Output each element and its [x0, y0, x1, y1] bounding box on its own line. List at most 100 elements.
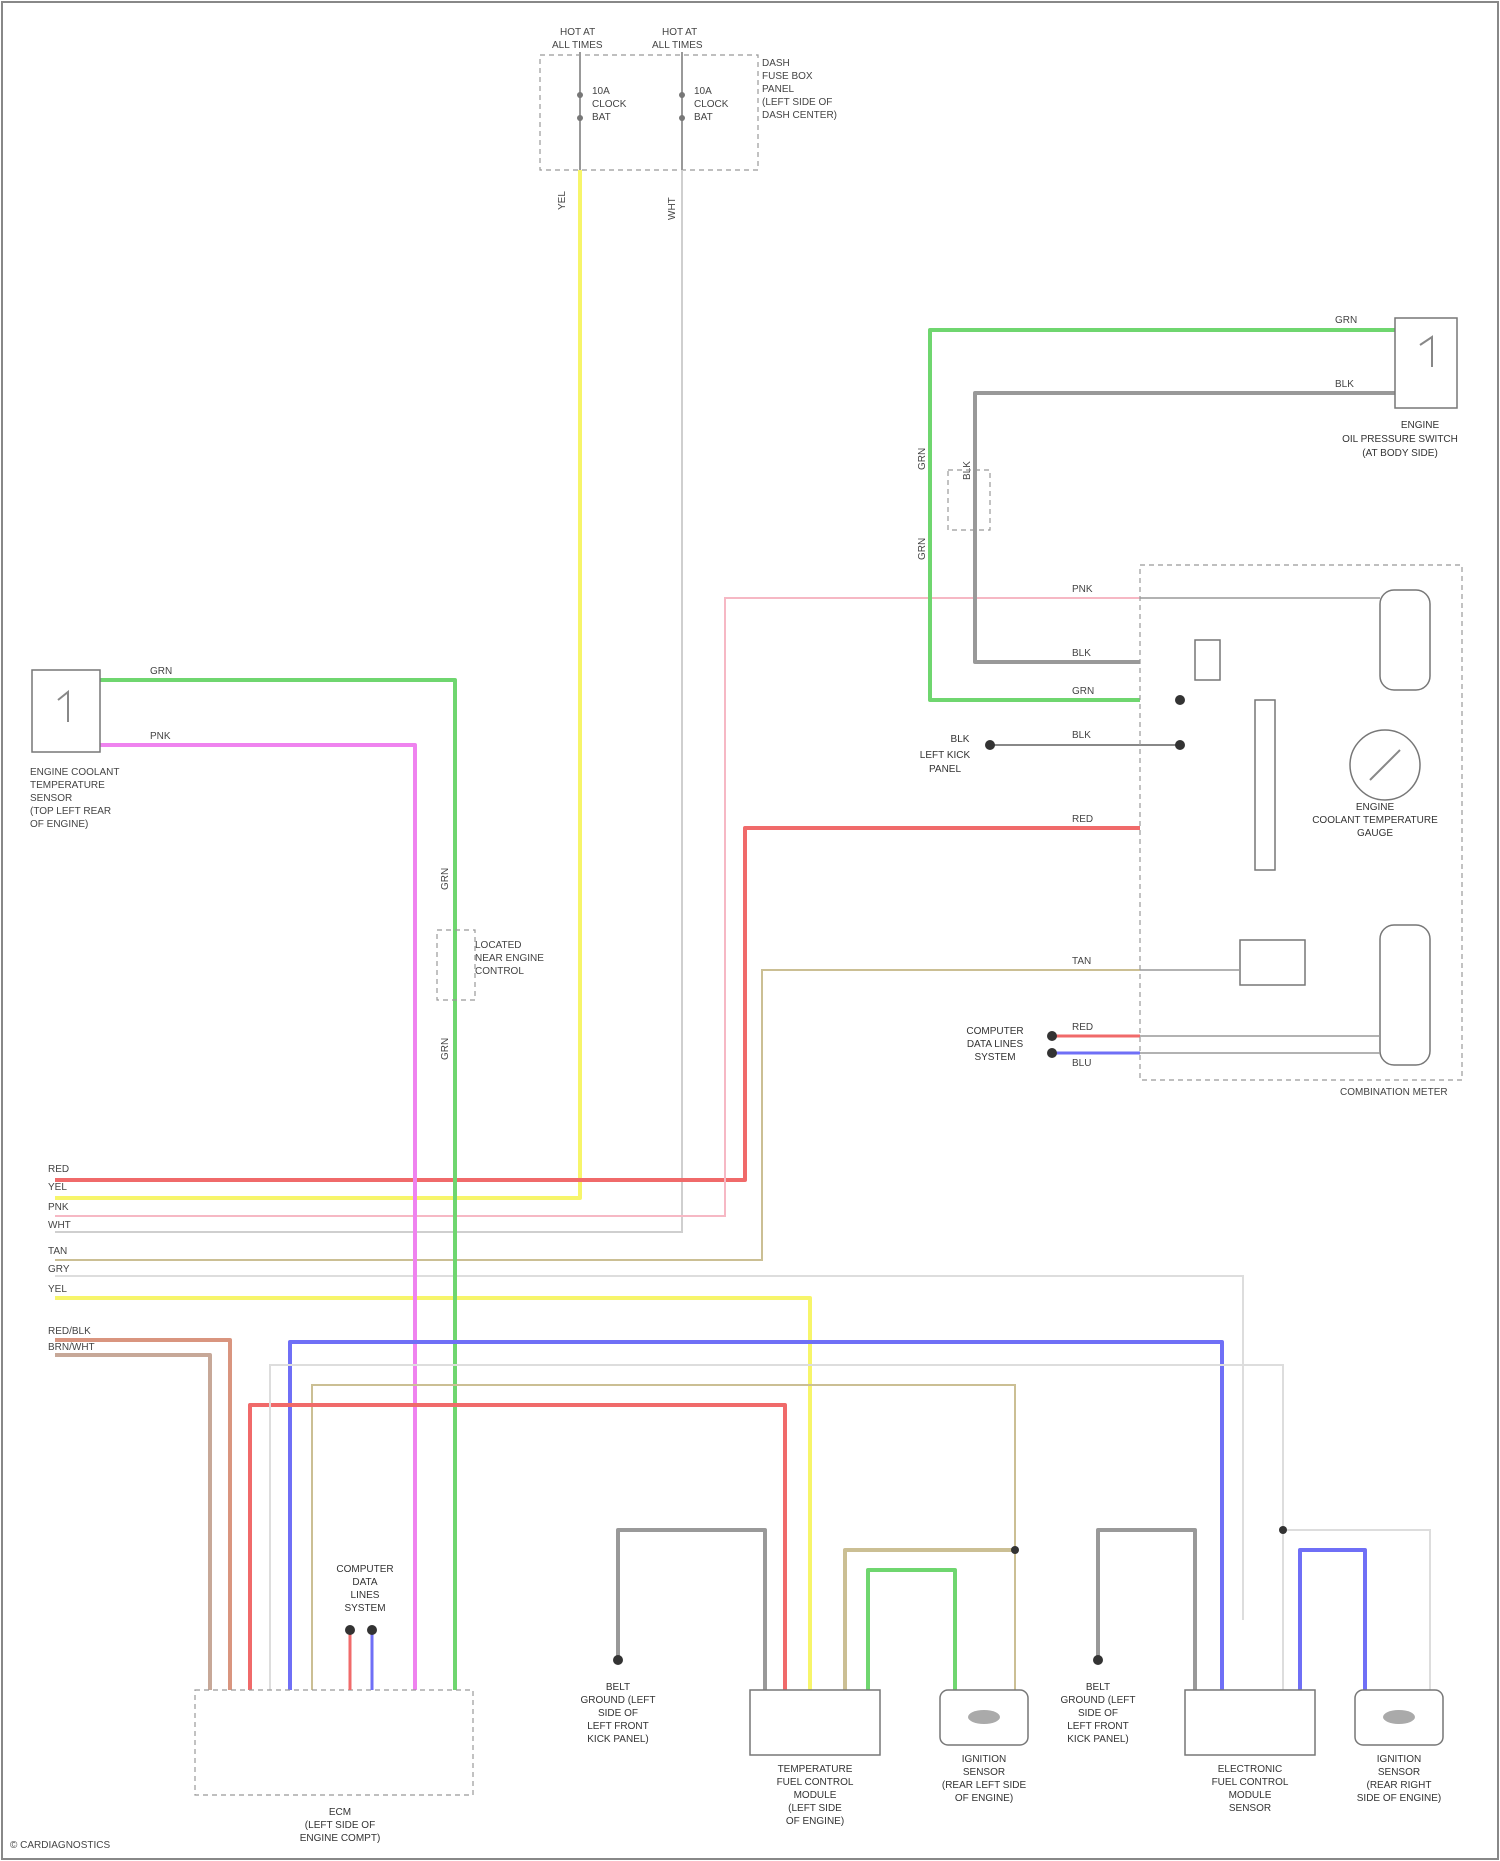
belt-ground-1-name-3: SIDE OF	[598, 1708, 638, 1719]
fuel-module-2-name-2: FUEL CONTROL	[1212, 1777, 1289, 1788]
belt-ground-1-name-5: KICK PANEL)	[587, 1734, 649, 1745]
bus-label-red: RED	[48, 1164, 69, 1175]
wire-green-sensor	[868, 1570, 955, 1690]
fuel-module-1-name-2: FUEL CONTROL	[777, 1777, 854, 1788]
coolant-name-5: OF ENGINE)	[30, 819, 88, 830]
wire-gray-sensor	[1283, 1530, 1430, 1690]
coolant-name-1: ENGINE COOLANT	[30, 767, 119, 778]
fuel-module-1-name-3: MODULE	[794, 1790, 837, 1801]
bus-label-brnwht: BRN/WHT	[48, 1342, 95, 1353]
belt-ground-1-node	[613, 1655, 623, 1665]
gauge-name-3: GAUGE	[1357, 828, 1393, 839]
bus-label-yel2: YEL	[48, 1284, 67, 1295]
gauge-name-2: COOLANT TEMPERATURE	[1312, 815, 1438, 826]
wire-green-oil	[930, 330, 1395, 700]
mux-label-1: COMPUTER	[966, 1026, 1023, 1037]
ground-node	[985, 740, 995, 750]
wire-yellow-fuse	[55, 170, 580, 1198]
wire-gray-long	[270, 1365, 1283, 1690]
inline-labels-a: GRN BLK GRN	[917, 448, 990, 560]
mux-label-3: SYSTEM	[974, 1052, 1015, 1063]
coolant-sensor: GRN PNK ENGINE COOLANT TEMPERATURE SENSO…	[30, 666, 172, 830]
fuse-panel-title-5: DASH CENTER)	[762, 110, 837, 121]
ecm-center-3: LINES	[351, 1590, 380, 1601]
meter-lamp	[1195, 640, 1220, 680]
fuse-panel-title-4: (LEFT SIDE OF	[762, 97, 832, 108]
belt-ground-2-name-1: BELT	[1086, 1682, 1110, 1693]
meter-ic	[1240, 940, 1305, 985]
meter-pin-8: BLU	[1072, 1058, 1091, 1069]
ground-label-3: PANEL	[929, 764, 961, 775]
ignition-sensor-2-name-1: IGNITION	[1377, 1754, 1421, 1765]
mux-label-2: DATA LINES	[967, 1039, 1024, 1050]
hot-label-right-2: ALL TIMES	[652, 40, 703, 51]
coolant-sensor-body	[32, 670, 100, 752]
ecm-center-2: DATA	[352, 1577, 378, 1588]
inline-a-3: GRN	[917, 538, 928, 560]
ecm-name-3: ENGINE COMPT)	[300, 1833, 381, 1844]
meter-pin-5: RED	[1072, 814, 1093, 825]
fuel-module-1-name-4: (LEFT SIDE	[788, 1803, 842, 1814]
oil-switch-name-1: ENGINE	[1401, 420, 1440, 431]
ecm-name-1: ECM	[329, 1807, 351, 1818]
belt-ground-2-node	[1093, 1655, 1103, 1665]
fuel-module-2-name-4: SENSOR	[1229, 1803, 1271, 1814]
meter-node-1	[1175, 695, 1185, 705]
fuse-panel-title-3: PANEL	[762, 84, 794, 95]
wire-red-bus	[55, 828, 1140, 1180]
wire-gray-oil	[975, 393, 1395, 662]
oil-switch-wire2: BLK	[1335, 379, 1354, 390]
fuse-panel-title-1: DASH	[762, 58, 790, 69]
wire-white-fuse	[55, 170, 682, 1232]
ignition-sensor-1-name-2: SENSOR	[963, 1767, 1005, 1778]
bus-wire-labels: RED YEL PNK WHT TAN GRY YEL RED/BLK BRN/…	[48, 1164, 95, 1353]
gauge-name-1: ENGINE	[1356, 802, 1395, 813]
fuel-module-1-name-1: TEMPERATURE	[778, 1764, 853, 1775]
coolant-gauge-needle	[1370, 750, 1400, 780]
bus-label-redblk: RED/BLK	[48, 1326, 91, 1337]
bus-label-yel: YEL	[48, 1182, 67, 1193]
fuse-left-circuit: BAT	[592, 112, 611, 123]
footer-copyright: © CARDIAGNOSTICS	[10, 1840, 110, 1851]
bus-label-tan: TAN	[48, 1246, 67, 1257]
ecm-mux-node-red	[345, 1625, 355, 1635]
mux-node-1	[1047, 1031, 1057, 1041]
bus-label-pnk: PNK	[48, 1202, 69, 1213]
fuel-module-1-body	[750, 1690, 880, 1755]
ignition-sensor-2-name-2: SENSOR	[1378, 1767, 1420, 1778]
coolant-wire2: PNK	[150, 731, 171, 742]
inline-a-1: GRN	[917, 448, 928, 470]
meter-pin-3: GRN	[1072, 686, 1094, 697]
junction-note-3: CONTROL	[475, 966, 524, 977]
wire-ground-2	[1098, 1530, 1195, 1690]
wire-gray-bus	[55, 1276, 1243, 1620]
ignition-sensor-1-name-3: (REAR LEFT SIDE	[942, 1780, 1027, 1791]
fuse-panel: HOT AT ALL TIMES HOT AT ALL TIMES 10A CL…	[540, 27, 837, 220]
wire-brown-2	[55, 1355, 210, 1690]
ecm-center-4: SYSTEM	[344, 1603, 385, 1614]
meter-node-2	[1175, 740, 1185, 750]
ignition-sensor-1-name-1: IGNITION	[962, 1754, 1006, 1765]
belt-ground-1-name-4: LEFT FRONT	[587, 1721, 648, 1732]
coolant-sensor-icon	[58, 692, 68, 722]
bus-label-wht: WHT	[48, 1220, 71, 1231]
coolant-wire1: GRN	[150, 666, 172, 677]
ignition-sensor-2-icon	[1383, 1710, 1415, 1724]
oil-switch-wire1: GRN	[1335, 315, 1357, 326]
oil-switch-icon	[1420, 337, 1432, 367]
fuse-left-node-top	[577, 92, 583, 98]
meter-pin-6: TAN	[1072, 956, 1091, 967]
hot-label-left-1: HOT AT	[560, 27, 595, 38]
ecm-connector: ECM (LEFT SIDE OF ENGINE COMPT) COMPUTER…	[195, 1564, 473, 1844]
coolant-name-4: (TOP LEFT REAR	[30, 806, 111, 817]
wire-blue-long	[290, 1342, 1222, 1690]
belt-ground-2-name-2: GROUND (LEFT	[1061, 1695, 1136, 1706]
wire-red-long	[250, 1405, 785, 1690]
fuse-left-name: CLOCK	[592, 99, 627, 110]
junction-note-2: NEAR ENGINE	[475, 953, 544, 964]
fuel-module-2-name-1: ELECTRONIC	[1218, 1764, 1282, 1775]
junction-note-1: LOCATED	[475, 940, 522, 951]
ecm-center-1: COMPUTER	[336, 1564, 393, 1575]
oil-switch-name-3: (AT BODY SIDE)	[1362, 448, 1438, 459]
